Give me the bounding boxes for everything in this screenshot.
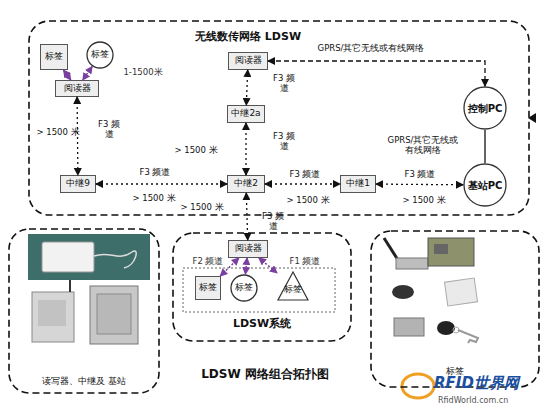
group-outline: [8, 228, 160, 394]
relay-box: 中继1: [340, 175, 376, 193]
circle-path: [87, 42, 113, 68]
group-heading: 读写器、中继及 基站: [8, 376, 160, 386]
reader-box: 阅读器: [228, 240, 268, 258]
relay-box: 中继9: [60, 175, 96, 193]
edge-label: GPRS/其它无线或有线网络: [306, 44, 436, 54]
radio-link: [96, 183, 227, 184]
edge-label: F3 频道: [130, 168, 180, 178]
photo-panel: 读写器、中继及 基站: [8, 228, 160, 394]
node-label: 中继1: [346, 179, 370, 189]
radio-link: [376, 183, 463, 185]
group-outline: [370, 230, 540, 388]
distance-note: > 1500 米: [398, 196, 450, 206]
distance-note: > 1500 米: [176, 203, 228, 213]
group-heading: 无线数传网络 LDSW: [178, 31, 318, 44]
group-heading: LDSW系统: [172, 318, 352, 331]
network-band: 无线数传网络 LDSW标签标签阅读器阅读器控制PC中继2a中继9中继2中继1基站…: [28, 20, 530, 216]
label-holder: 标签: [86, 41, 114, 69]
circle-path: [464, 87, 506, 129]
edge-label: F2 频道: [188, 257, 228, 267]
logo-ring: [402, 374, 434, 398]
node-label: 控制PC: [468, 103, 503, 114]
base-station-pc: 基站PC: [463, 163, 507, 207]
group-path: [29, 21, 529, 215]
tag-box: 标签: [40, 44, 68, 70]
group-path: [9, 229, 159, 393]
tag-triangle: 标签: [277, 271, 309, 301]
edge-label: F3 频道: [98, 120, 120, 140]
label-holder: 标签: [230, 274, 258, 302]
network-link: [484, 130, 485, 163]
node-label: 中继2: [234, 179, 258, 189]
node-label: 基站PC: [468, 180, 503, 191]
distance-note: > 1500 米: [170, 146, 222, 156]
watermark: RfidWorld.com.cn: [438, 396, 538, 405]
tag-link: [83, 67, 92, 81]
triangle-path: [278, 272, 308, 300]
circle-path: [231, 275, 257, 301]
node-label: 标签: [91, 50, 109, 60]
node-label: 阅读器: [64, 84, 91, 94]
tag-photos: [384, 238, 478, 343]
radio-link: [246, 193, 247, 240]
label-holder: 标签: [277, 271, 309, 301]
radio-link: [246, 70, 247, 105]
tag-frame: [183, 268, 335, 312]
circle-path: [464, 164, 506, 206]
node-label: 标签: [284, 285, 302, 295]
reader-box: 阅读器: [228, 52, 268, 70]
radio-link: [265, 183, 340, 184]
relay-box: 中继2: [227, 175, 265, 193]
watermark: RFID世界网: [434, 375, 544, 392]
node-label: 标签: [45, 52, 63, 62]
diagram-title: LDSW 网络组合拓扑图: [180, 368, 350, 382]
tag-circle: 标签: [230, 274, 258, 302]
edge-label: F1 频道: [285, 257, 325, 267]
group-path: [371, 231, 539, 387]
distance-note: > 1500 米: [282, 196, 334, 206]
node-label: 阅读器: [235, 56, 262, 66]
edge-label: F3 频道: [262, 212, 284, 232]
photo-panel: 标签: [370, 230, 540, 388]
relay-box: 中继2a: [227, 105, 265, 123]
node-label: 阅读器: [235, 244, 262, 254]
distance-note: > 1500 米: [34, 128, 82, 138]
network-link: [268, 61, 485, 86]
edge-label: 1-1500米: [118, 68, 168, 78]
edge-label: F3 频道: [273, 132, 295, 152]
tag-link: [64, 70, 71, 80]
edge-label: F3 频道: [273, 74, 295, 94]
label-holder: 控制PC: [463, 86, 507, 130]
system-panel: LDSW系统 阅读器标签 标签 标签: [172, 232, 352, 342]
label-holder: 基站PC: [463, 163, 507, 207]
group-path: [173, 233, 351, 341]
tag-link: [259, 258, 277, 273]
node-label: 标签: [199, 283, 217, 293]
reader-box: 阅读器: [55, 80, 99, 97]
control-pc: 控制PC: [463, 86, 507, 130]
edge-label: GPRS/其它无线或有线网络: [386, 136, 460, 156]
edge-label: F3 频道: [280, 170, 330, 180]
tag-link: [245, 258, 247, 274]
node-label: 中继2a: [231, 109, 260, 119]
tag-box: 标签: [195, 276, 221, 300]
edge-label: F3 频道: [395, 170, 445, 180]
device-photos: [28, 234, 150, 344]
node-label: 标签: [235, 283, 253, 293]
radio-link: [245, 123, 246, 175]
distance-note: > 1500 米: [128, 194, 180, 204]
node-label: 中继9: [66, 179, 90, 189]
tag-circle: 标签: [86, 41, 114, 69]
